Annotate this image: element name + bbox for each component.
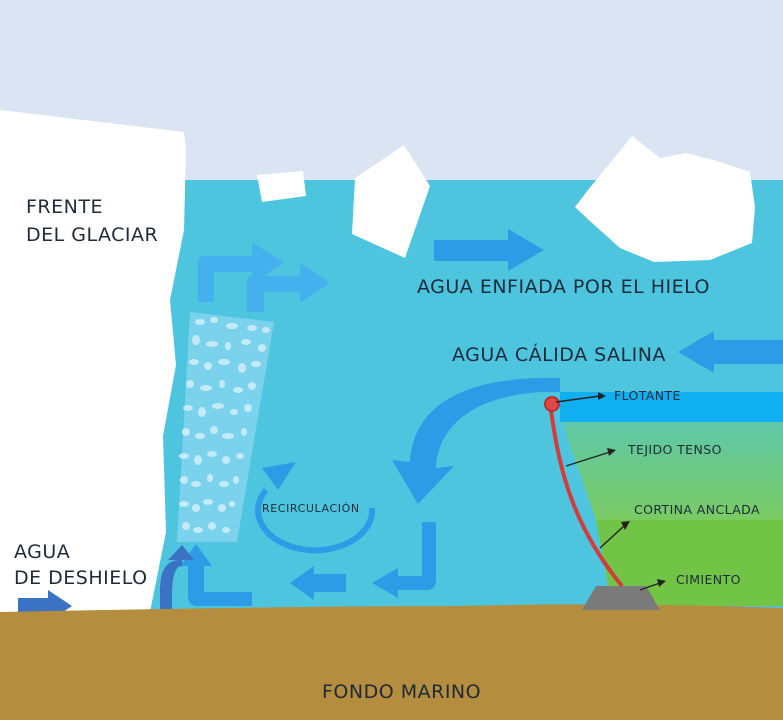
return-arrow-middle [290,566,346,600]
foundation-callout [639,582,661,591]
iceberg-small [257,171,306,202]
iceberg-large [575,136,755,262]
deflected-warm-water-arrow [392,377,560,504]
meltwater-rise-arrow [154,545,194,612]
meltwater-plume [177,312,274,542]
glacier-front-label-2: DEL GLACIAR [26,224,159,246]
upwelling-arrow-right [247,263,330,312]
glacier [0,110,186,612]
foundation-block [582,586,660,610]
recirculation-arrow [255,488,376,554]
recirculation-label: RECIRCULACIÓN [262,502,360,515]
seafloor [0,604,783,720]
curtain [548,403,624,588]
cold-water-label: AGUA ENFIADA POR EL HIELO [417,276,710,298]
curtain-callout [599,525,625,549]
cold-water-outflow-arrow [434,229,544,271]
deep-water-layer [596,520,783,606]
iceberg-medium [352,145,430,258]
upwelling-arrow-left [198,242,284,302]
foundation-label: CIMIENTO [676,572,741,587]
warm-water-label: AGUA CÁLIDA SALINA [452,344,666,366]
float-buoy [544,396,560,412]
recirculation-arrowhead [262,462,296,490]
float-label: FLOTANTE [614,388,681,403]
meltwater-label-2: DE DESHIELO [14,567,148,589]
tense-fabric-callout [565,451,611,467]
warm-water-inflow-arrow [678,331,783,373]
return-arrow-down [372,522,436,598]
return-arrow-up [180,544,252,606]
anchored-curtain-label: CORTINA ANCLADA [634,502,760,517]
mid-water-layer [562,422,783,520]
float-callout [555,395,601,403]
glacier-front-label-1: FRENTE [26,196,103,218]
tense-fabric-label: TEJIDO TENSO [628,442,722,457]
meltwater-label-1: AGUA [14,541,71,563]
seafloor-label: FONDO MARINO [322,681,482,703]
